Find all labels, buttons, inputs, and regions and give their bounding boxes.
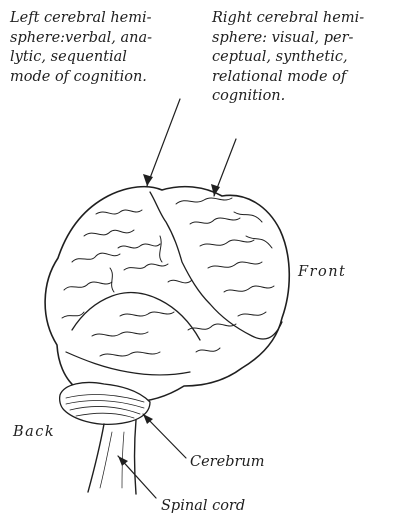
right-hemisphere-caption: Right cerebral hemi- sphere: visual, per…: [212, 9, 364, 107]
right-caption-line: Right cerebral hemi-: [212, 9, 364, 29]
leader-line-left-hemisphere: [147, 99, 180, 186]
left-caption-line: lytic, sequential: [10, 48, 152, 68]
arrowhead-spinal-cord: [118, 456, 128, 466]
front-label: Front: [298, 264, 346, 280]
spinal-cord: [88, 420, 136, 494]
left-caption-line: sphere:verbal, ana-: [10, 29, 152, 49]
spinal-cord-label: Spinal cord: [161, 498, 245, 514]
right-caption-line: sphere: visual, per-: [212, 29, 364, 49]
brain-outline: [45, 187, 289, 403]
back-label: Back: [13, 424, 55, 440]
right-caption-line: relational mode of: [212, 68, 364, 88]
left-caption-line: Left cerebral hemi-: [10, 9, 152, 29]
cerebrum-label: Cerebrum: [190, 454, 265, 470]
left-caption-line: mode of cognition.: [10, 68, 152, 88]
left-hemisphere-caption: Left cerebral hemi- sphere:verbal, ana- …: [10, 9, 152, 87]
right-caption-line: cognition.: [212, 87, 364, 107]
right-caption-line: ceptual, synthetic,: [212, 48, 364, 68]
